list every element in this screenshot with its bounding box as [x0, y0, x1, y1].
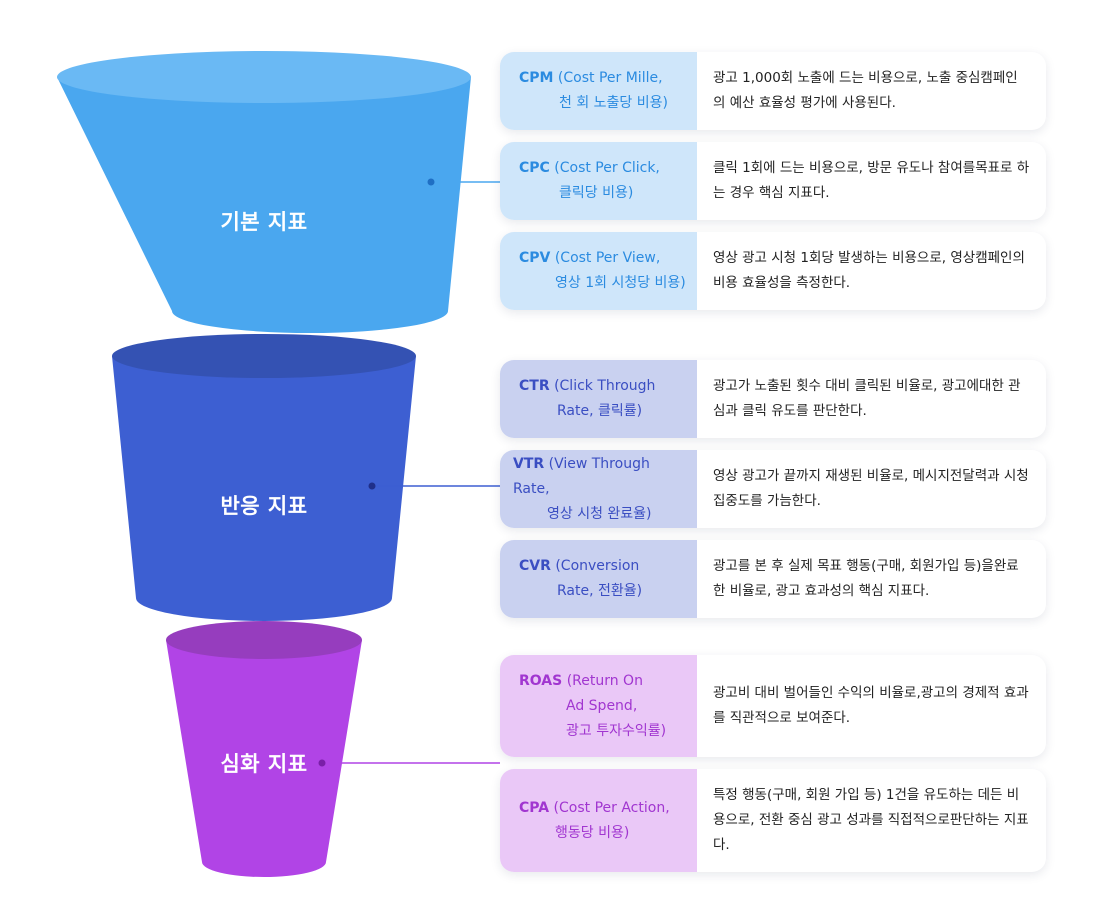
metric-card-cpc: CPC (Cost Per Click, 클릭당 비용) 클릭 1회에 드는 비… — [500, 142, 1046, 220]
desc-line: 광고의 경제적 효과를 직관적으로 보여준다. — [713, 685, 1029, 726]
desc-line: 영상 광고 시청 1회당 발생하는 비용으로, 영상 — [713, 250, 976, 266]
stage-label-deep: 심화 지표 — [220, 752, 308, 776]
metric-full: (Cost Per View, — [554, 250, 661, 266]
metric-term: CTR (Click Through Rate, 클릭률) — [500, 360, 697, 438]
metric-abbr: VTR — [513, 455, 545, 472]
desc-line: 든 비용으로, 전환 중심 광고 성과를 직접적으로 — [713, 787, 1020, 828]
metric-card-vtr: VTR (View Through Rate, 영상 시청 완료율) 영상 광고… — [500, 450, 1046, 528]
metric-full: 천 회 노출당 비용) — [559, 95, 668, 111]
metric-card-roas: ROAS (Return On Ad Spend, 광고 투자수익률) 광고비 … — [500, 655, 1046, 757]
metric-abbr: ROAS — [519, 672, 563, 689]
connector-reaction-dot — [368, 482, 376, 490]
desc-line: 영상 광고가 끝까지 재생된 비율로, 메시지 — [713, 468, 950, 484]
metric-abbr: CPA — [519, 799, 550, 816]
metric-abbr: CTR — [519, 378, 550, 394]
desc-line: 광고 1,000회 노출에 드는 비용으로, 노출 중심 — [713, 70, 981, 86]
metric-full: 영상 시청 완료율) — [547, 505, 652, 522]
desc-line: 캠페인의 비용 효율성을 측정한다. — [713, 250, 1025, 291]
metric-description: 광고 1,000회 노출에 드는 비용으로, 노출 중심캠페인의 예산 효율성 … — [697, 52, 1046, 130]
metric-full: Ad Spend, — [566, 697, 638, 714]
desc-line: 목표로 하는 경우 핵심 지표다. — [713, 160, 1030, 201]
metric-description: 특정 행동(구매, 회원 가입 등) 1건을 유도하는 데든 비용으로, 전환 … — [697, 769, 1046, 872]
metric-full: (Cost Per Click, — [554, 160, 660, 176]
connector-deep-dot — [318, 759, 326, 767]
metric-full: 영상 1회 시청당 비용) — [555, 275, 686, 291]
metric-card-cpv: CPV (Cost Per View, 영상 1회 시청당 비용) 영상 광고 … — [500, 232, 1046, 310]
desc-line: 클릭 1회에 드는 비용으로, 방문 유도나 참여를 — [713, 160, 976, 176]
desc-line: 특정 행동(구매, 회원 가입 등) 1건을 유도하는 데 — [713, 787, 991, 803]
metric-description: 클릭 1회에 드는 비용으로, 방문 유도나 참여를목표로 하는 경우 핵심 지… — [697, 142, 1046, 220]
metric-term: CVR (Conversion Rate, 전환율) — [500, 540, 697, 618]
funnel-tier-basic-top — [57, 51, 471, 103]
metric-card-cpa: CPA (Cost Per Action, 행동당 비용) 특정 행동(구매, … — [500, 769, 1046, 872]
funnel-tier-deep-body — [166, 640, 362, 877]
connector-basic-dot — [427, 178, 435, 186]
desc-line: 판단하는 지표다. — [713, 812, 1029, 853]
metric-full: (Click Through — [554, 378, 656, 394]
metric-card-cvr: CVR (Conversion Rate, 전환율) 광고를 본 후 실제 목표… — [500, 540, 1046, 618]
metric-term: VTR (View Through Rate, 영상 시청 완료율) — [500, 450, 697, 528]
metric-abbr: CPM — [519, 70, 554, 86]
metric-card-cpm: CPM (Cost Per Mille, 천 회 노출당 비용) 광고 1,00… — [500, 52, 1046, 130]
metric-full: (View Through Rate, — [513, 455, 650, 497]
desc-line: 캠페인의 예산 효율성 평가에 사용된다. — [713, 70, 1018, 111]
metric-term: CPV (Cost Per View, 영상 1회 시청당 비용) — [500, 232, 697, 310]
funnel-tier-deep-top — [166, 621, 362, 659]
metric-full: (Return On — [566, 672, 643, 689]
stage-label-basic: 기본 지표 — [220, 210, 308, 234]
metric-term: CPM (Cost Per Mille, 천 회 노출당 비용) — [500, 52, 697, 130]
metric-term: ROAS (Return On Ad Spend, 광고 투자수익률) — [500, 655, 697, 757]
desc-line: 전달력과 시청 집중도를 가늠한다. — [713, 468, 1029, 509]
metric-full: Rate, 전환율) — [557, 583, 643, 599]
metric-abbr: CPV — [519, 250, 551, 266]
desc-line: 대한 관심과 클릭 유도를 판단한다. — [713, 378, 1021, 419]
stage-label-reaction: 반응 지표 — [220, 494, 308, 518]
metric-full: 행동당 비용) — [555, 824, 630, 841]
metric-abbr: CPC — [519, 160, 550, 176]
metric-description: 광고비 대비 벌어들인 수익의 비율로,광고의 경제적 효과를 직관적으로 보여… — [697, 655, 1046, 757]
metric-abbr: CVR — [519, 558, 551, 574]
metric-description: 광고가 노출된 횟수 대비 클릭된 비율로, 광고에대한 관심과 클릭 유도를 … — [697, 360, 1046, 438]
metric-card-ctr: CTR (Click Through Rate, 클릭률) 광고가 노출된 횟수… — [500, 360, 1046, 438]
desc-line: 완료한 비율로, 광고 효과성의 핵심 지표다. — [713, 558, 1019, 599]
funnel-tier-basic-body — [57, 77, 471, 333]
metric-full: Rate, 클릭률) — [557, 403, 643, 419]
funnel-tier-reaction-body — [112, 356, 416, 621]
metric-term: CPC (Cost Per Click, 클릭당 비용) — [500, 142, 697, 220]
metric-description: 영상 광고 시청 1회당 발생하는 비용으로, 영상캠페인의 비용 효율성을 측… — [697, 232, 1046, 310]
metric-description: 영상 광고가 끝까지 재생된 비율로, 메시지전달력과 시청 집중도를 가늠한다… — [697, 450, 1046, 528]
metric-full: (Conversion — [555, 558, 640, 574]
metric-term: CPA (Cost Per Action, 행동당 비용) — [500, 769, 697, 872]
funnel-tier-basic — [57, 51, 471, 333]
metric-full: 클릭당 비용) — [559, 185, 634, 201]
funnel-tier-reaction — [112, 334, 416, 621]
metric-full: (Cost Per Mille, — [557, 70, 663, 86]
desc-line: 광고비 대비 벌어들인 수익의 비율로, — [713, 685, 921, 701]
metric-description: 광고를 본 후 실제 목표 행동(구매, 회원가입 등)을완료한 비율로, 광고… — [697, 540, 1046, 618]
funnel-tier-reaction-top — [112, 334, 416, 378]
desc-line: 광고가 노출된 횟수 대비 클릭된 비율로, 광고에 — [713, 378, 980, 394]
funnel-tier-deep — [166, 621, 362, 877]
desc-line: 광고를 본 후 실제 목표 행동(구매, 회원가입 등)을 — [713, 558, 994, 574]
metric-full: (Cost Per Action, — [553, 799, 670, 816]
metric-full: 광고 투자수익률) — [566, 722, 667, 739]
